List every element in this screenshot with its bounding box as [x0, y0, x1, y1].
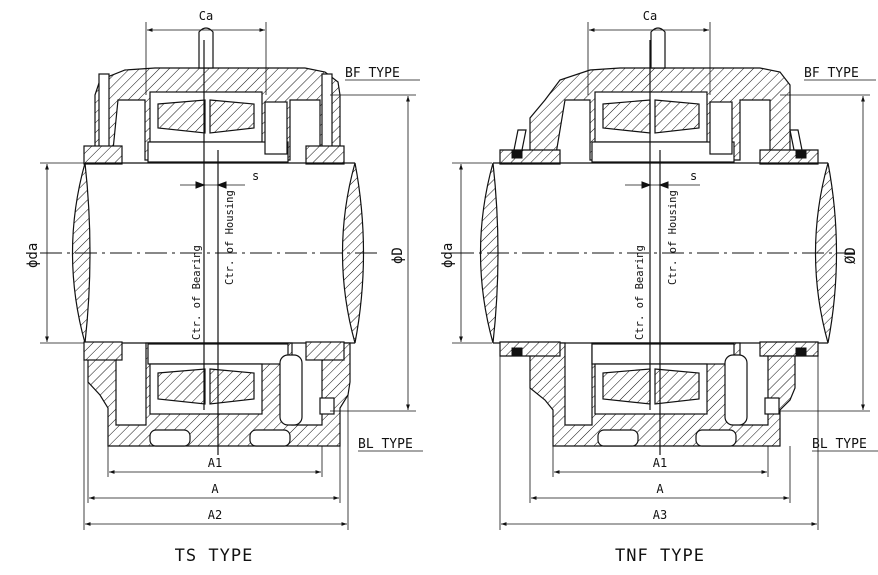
inner-ring-top-tnf [591, 141, 735, 163]
label-ctr-housing-tnf: Ctr. of Housing [667, 190, 679, 285]
dim-a1-label: A1 [208, 456, 222, 470]
seal-right-top [305, 145, 345, 165]
dim-a3-label: A3 [653, 508, 667, 522]
bearing-roller-top [157, 99, 206, 134]
breather [198, 27, 214, 69]
label-bf-type: BF TYPE [345, 66, 400, 81]
ts-type-view: Ca s Ctr. of Bearing Ctr. of Housing ϕda… [25, 9, 423, 566]
dim-d-label: ϕD [390, 247, 406, 264]
label-ctr-bearing: Ctr. of Bearing [191, 245, 203, 340]
dim-a2-label: A2 [208, 508, 222, 522]
locknut-top-tnf [709, 101, 733, 155]
seal-right-bottom [305, 341, 345, 361]
seal-left-bottom-tnf [499, 341, 561, 357]
bearing-roller-top-2 [209, 99, 255, 134]
locating-ring-bottom [279, 354, 303, 426]
dim-da-label: ϕda [25, 243, 41, 268]
locknut-top [264, 101, 288, 155]
dim-ca-label-tnf: Ca [643, 9, 657, 23]
bearing-roller-bottom [157, 368, 206, 405]
tnf-type-view: Ca s Ctr. of Bearing Ctr. of Housing ϕda… [440, 9, 878, 566]
breather-tnf [650, 27, 666, 69]
seal-left-top [83, 145, 123, 165]
dim-a1-label-tnf: A1 [653, 456, 667, 470]
base-slot-left [149, 429, 191, 447]
dim-d-label-tnf: ØD [843, 247, 859, 264]
label-ctr-housing: Ctr. of Housing [224, 190, 236, 285]
label-bl-type-tnf: BL TYPE [812, 437, 867, 452]
dim-ca-label: Ca [199, 9, 213, 23]
dim-da-label-tnf: ϕda [440, 243, 456, 268]
label-bf-type-tnf: BF TYPE [804, 66, 859, 81]
label-ctr-bearing-tnf: Ctr. of Bearing [634, 245, 646, 340]
seal-right-top-tnf [759, 149, 819, 165]
tnf-type-title: TNF TYPE [615, 546, 705, 566]
dim-a-label: A [211, 482, 219, 496]
seal-left-top-tnf [499, 149, 561, 165]
bolt-bottom [319, 397, 335, 415]
seal-right-bottom-tnf [759, 341, 819, 357]
label-bl-type: BL TYPE [358, 437, 413, 452]
shaft-right-end [341, 162, 365, 344]
dim-s-label-tnf: s [690, 169, 697, 183]
shaft-right-end-tnf [814, 162, 838, 344]
ts-type-title: TS TYPE [175, 546, 254, 566]
dim-a-label-tnf: A [656, 482, 664, 496]
seal-left-bottom [83, 341, 123, 361]
base-slot-right [249, 429, 291, 447]
bearing-roller-bottom-2 [209, 368, 255, 405]
dim-s-label: s [252, 169, 259, 183]
